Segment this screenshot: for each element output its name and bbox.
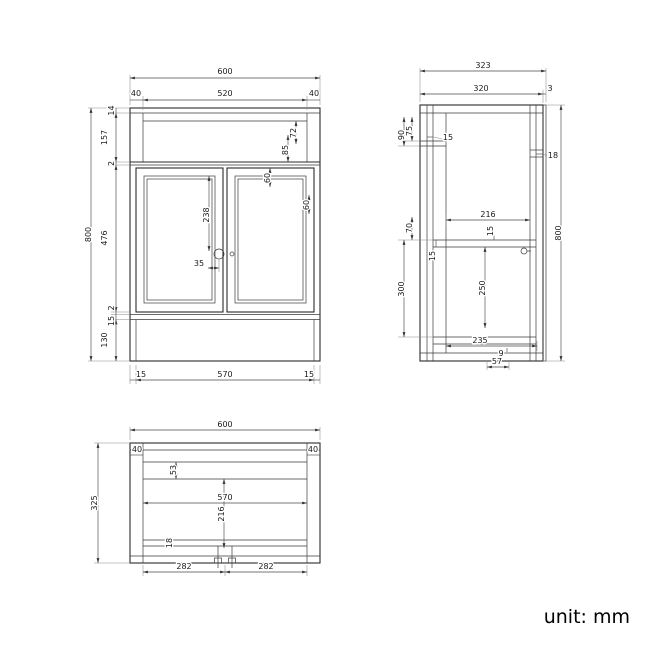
- plan-view: 600 40 40 53 570 216 18 325 282 282: [89, 419, 321, 576]
- side-cabinet-outline: [419, 104, 547, 362]
- side-dim-300: 300: [397, 281, 406, 296]
- side-dim-90: 90: [397, 130, 406, 140]
- front-dim-60-left: 60: [263, 173, 272, 183]
- plan-dim-282-right: 282: [258, 562, 273, 571]
- side-dim-15-shelf: 15: [428, 251, 437, 261]
- side-knob: [520, 247, 528, 255]
- side-dim-235: 235: [472, 336, 487, 345]
- plan-dim-18: 18: [165, 538, 174, 548]
- front-chain-130: 130: [100, 332, 109, 347]
- plan-dimension-lines: [94, 427, 321, 576]
- side-dim-width-total: 323: [475, 61, 490, 70]
- side-dim-320: 320: [473, 84, 488, 93]
- side-dim-3: 3: [547, 84, 552, 93]
- unit-note: unit: mm: [543, 606, 630, 628]
- plan-dim-40-left: 40: [132, 445, 142, 454]
- front-chain-157: 157: [100, 130, 109, 145]
- front-dimension-lines: [88, 75, 321, 384]
- plan-dim-40-right: 40: [308, 445, 318, 454]
- side-dim-height-total: 800: [554, 225, 563, 240]
- front-dim-85: 85: [281, 145, 290, 155]
- front-cabinet-outline: [129, 107, 321, 362]
- front-dim-72: 72: [289, 128, 298, 138]
- side-view: 323 320 3 75 90 15 70 15 300 216 15 250 …: [396, 60, 565, 370]
- front-dim-bottom-left: 15: [136, 370, 146, 379]
- plan-dim-depth-total: 325: [90, 495, 99, 510]
- front-dimension-labels: 600 40 520 40 14 157 2 476 2 15 130 800 …: [83, 66, 321, 381]
- front-dim-bottom-center: 570: [217, 370, 232, 379]
- side-dim-250: 250: [478, 280, 487, 295]
- side-dimension-labels: 323 320 3 75 90 15 70 15 300 216 15 250 …: [396, 60, 565, 368]
- door-knob-small: [229, 251, 235, 257]
- front-left-door: [135, 167, 224, 313]
- front-dim-60-right: 60: [302, 200, 311, 210]
- side-dim-15-panel: 15: [443, 133, 453, 142]
- front-dim-238: 238: [202, 207, 211, 222]
- front-chain-15: 15: [107, 316, 116, 326]
- plan-dim-216: 216: [217, 506, 226, 521]
- front-dim-width-total: 600: [217, 67, 232, 76]
- side-dim-15-inner: 15: [486, 226, 495, 236]
- plan-dim-282-left: 282: [176, 562, 191, 571]
- side-dim-9: 9: [498, 349, 503, 358]
- front-chain-476: 476: [100, 230, 109, 245]
- plan-dim-width-total: 600: [217, 420, 232, 429]
- front-dim-top-right: 40: [309, 89, 319, 98]
- front-dim-35: 35: [194, 259, 204, 268]
- side-dimension-lines: [398, 68, 565, 370]
- door-knob: [213, 248, 225, 260]
- side-dim-57: 57: [492, 357, 502, 366]
- front-dim-top-center: 520: [217, 89, 232, 98]
- front-chain-14: 14: [107, 105, 116, 115]
- front-view: 600 40 520 40 14 157 2 476 2 15 130 800 …: [83, 66, 321, 384]
- side-dim-75: 75: [405, 126, 414, 136]
- front-chain-2a: 2: [107, 161, 116, 166]
- plan-dim-53: 53: [169, 465, 178, 475]
- side-dim-70: 70: [405, 223, 414, 233]
- front-dim-bottom-right: 15: [304, 370, 314, 379]
- front-dim-height-total: 800: [84, 227, 93, 242]
- front-dim-top-left: 40: [131, 89, 141, 98]
- front-chain-2b: 2: [107, 305, 116, 310]
- plan-cabinet-outline: [129, 442, 321, 568]
- plan-dim-570: 570: [217, 493, 232, 502]
- side-dim-18: 18: [548, 151, 558, 160]
- front-right-door: [226, 167, 315, 313]
- side-dim-216: 216: [480, 210, 495, 219]
- plan-dimension-labels: 600 40 40 53 570 216 18 325 282 282: [89, 419, 320, 573]
